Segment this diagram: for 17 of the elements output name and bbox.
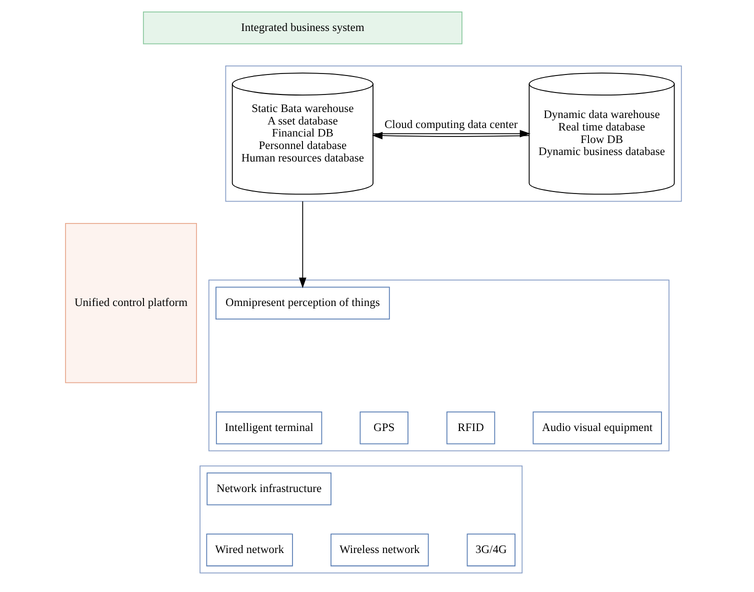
edge-label: Cloud computing data center <box>384 118 518 131</box>
node-box: Unified control platform <box>65 223 197 384</box>
node-box: GPS <box>360 411 408 444</box>
node-box: Audio visual equipment <box>532 411 662 444</box>
node-box: Wired network <box>206 534 293 566</box>
node-box: Omnipresent perception of things <box>216 286 390 320</box>
arrow <box>298 200 306 288</box>
arrow <box>372 132 530 140</box>
node-box: Wireless network <box>330 534 429 566</box>
node-box: 3G/4G <box>466 534 516 566</box>
cluster <box>208 280 670 452</box>
cluster <box>200 465 523 574</box>
node-box: Network infrastructure <box>206 472 332 506</box>
cluster <box>225 66 682 202</box>
node-box: Integrated business system <box>142 12 462 44</box>
node-box: RFID <box>446 411 496 444</box>
node-box: Intelligent terminal <box>216 411 322 444</box>
